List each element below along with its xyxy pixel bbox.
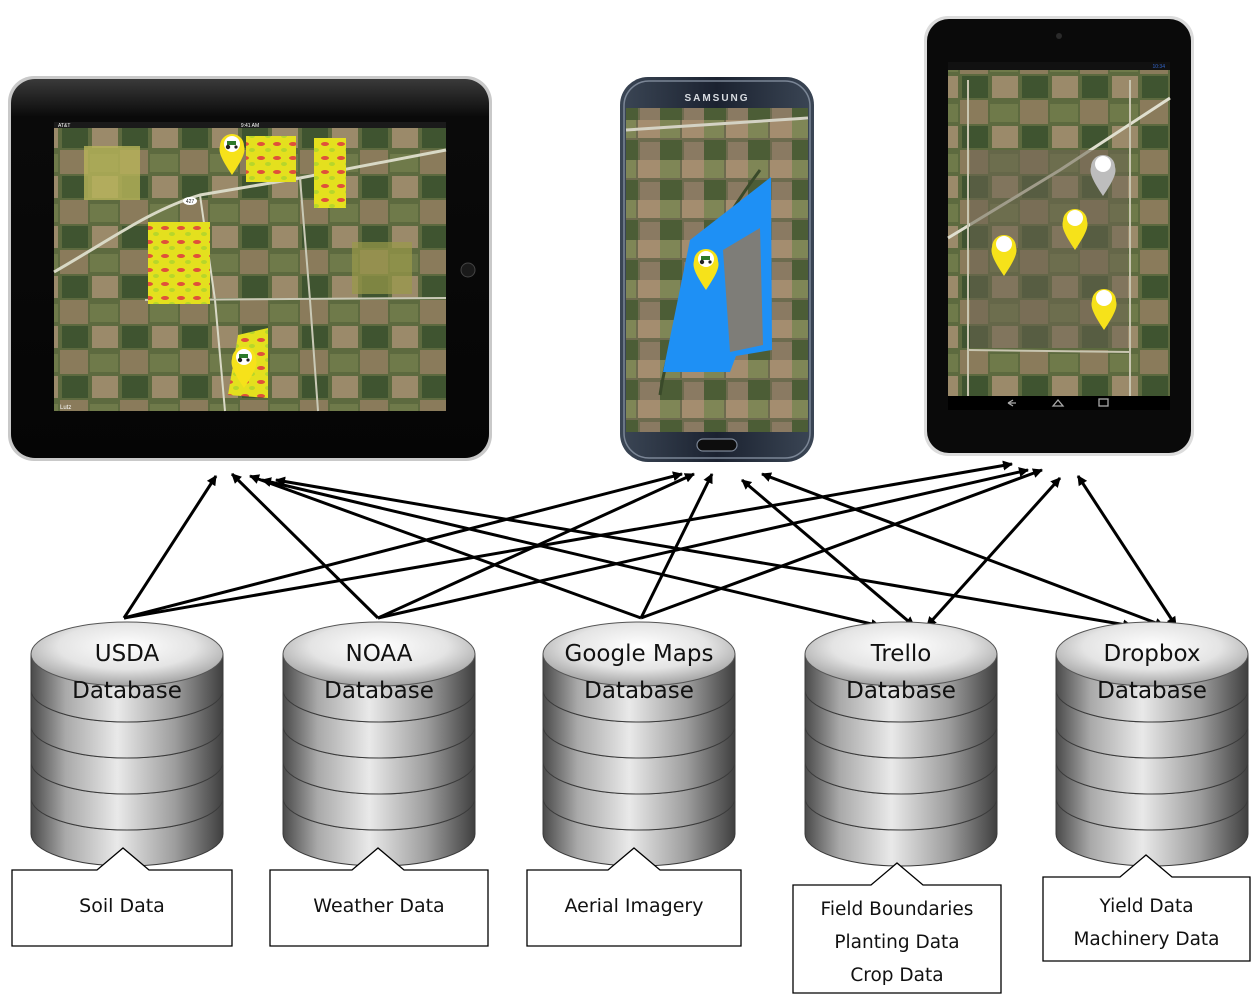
recent-apps-icon[interactable] xyxy=(1098,398,1109,407)
home-button[interactable] xyxy=(696,438,738,452)
callout-box-google xyxy=(526,847,742,947)
field-heatmap xyxy=(148,222,210,304)
database-suffix: Database xyxy=(1097,678,1207,704)
callout-line: Machinery Data xyxy=(1073,929,1220,950)
machine-pin-icon[interactable] xyxy=(991,235,1017,276)
callout-line: Planting Data xyxy=(834,932,960,953)
callout-box-dropbox xyxy=(1042,854,1251,962)
machine-pin-icon-gray[interactable] xyxy=(1090,155,1116,196)
camera-icon xyxy=(1056,33,1062,39)
database-name: NOAA xyxy=(345,641,413,667)
callout-text-google: Aerial Imagery xyxy=(527,890,741,923)
ipad-device: 427 Lutz AT&T 9:41 AM xyxy=(8,76,492,461)
home-button[interactable] xyxy=(460,262,476,278)
clock-label: 10:34 xyxy=(1152,64,1165,70)
callout-line: Aerial Imagery xyxy=(564,895,704,917)
callout-line: Yield Data xyxy=(1099,896,1194,917)
callout-box-noaa xyxy=(269,847,489,947)
samsung-phone-device: SAMSUNG xyxy=(620,77,814,462)
road-sign-icon xyxy=(183,197,197,205)
database-label-trello: Trello Database xyxy=(811,636,991,710)
callout-box-trello xyxy=(792,862,1002,994)
arrow-dropbox-to-android_tablet xyxy=(1076,475,1178,627)
brand-label: SAMSUNG xyxy=(684,93,749,104)
database-label-google: Google Maps Database xyxy=(549,636,729,710)
database-icon-trello xyxy=(804,621,998,867)
map-label: Lutz xyxy=(60,405,71,411)
database-name: Google Maps xyxy=(564,641,714,667)
database-suffix: Database xyxy=(324,678,434,704)
database-suffix: Database xyxy=(584,678,694,704)
database-icon-google xyxy=(542,621,736,867)
arrow-usda-to-tablet xyxy=(122,475,218,619)
back-icon[interactable] xyxy=(1007,399,1016,407)
database-icon-dropbox xyxy=(1055,621,1249,867)
home-icon[interactable] xyxy=(1051,398,1065,407)
database-name: Trello xyxy=(870,641,932,667)
android-tablet-device: 10:34 xyxy=(924,16,1194,456)
callout-box-usda xyxy=(11,847,233,947)
tractor-pin-icon[interactable] xyxy=(219,134,245,175)
tractor-pin-icon[interactable] xyxy=(693,249,719,290)
callout-text-noaa: Weather Data xyxy=(270,890,488,923)
arrow-dropbox-to-tablet xyxy=(275,476,1133,630)
database-label-dropbox: Dropbox Database xyxy=(1062,636,1242,710)
data-callouts xyxy=(11,847,1251,994)
callout-text-dropbox: Yield Data Machinery Data xyxy=(1043,890,1250,956)
database-icon-usda xyxy=(30,621,224,867)
arrow-usda-to-phone xyxy=(123,471,683,620)
database-label-noaa: NOAA Database xyxy=(289,636,469,710)
callout-text-usda: Soil Data xyxy=(12,890,232,923)
connection-arrows xyxy=(122,460,1178,630)
database-name: USDA xyxy=(94,641,160,667)
callout-line: Soil Data xyxy=(79,895,165,917)
machine-pin-icon[interactable] xyxy=(1091,289,1117,330)
callout-text-trello: Field Boundaries Planting Data Crop Data xyxy=(793,893,1001,992)
database-suffix: Database xyxy=(846,678,956,704)
road-sign-label: 427 xyxy=(186,199,195,205)
database-icon-noaa xyxy=(282,621,476,867)
arrow-google-to-tablet xyxy=(249,474,642,620)
callout-line: Crop Data xyxy=(850,965,944,986)
tractor-pin-icon[interactable] xyxy=(231,347,257,388)
callout-line: Field Boundaries xyxy=(820,899,974,920)
database-stacks xyxy=(30,621,1249,867)
database-label-usda: USDA Database xyxy=(37,636,217,710)
database-name: Dropbox xyxy=(1103,641,1201,667)
callout-line: Weather Data xyxy=(313,895,445,917)
machine-pin-icon[interactable] xyxy=(1062,209,1088,250)
clock-label: 9:41 AM xyxy=(241,123,259,129)
database-suffix: Database xyxy=(72,678,182,704)
carrier-label: AT&T xyxy=(58,123,70,129)
